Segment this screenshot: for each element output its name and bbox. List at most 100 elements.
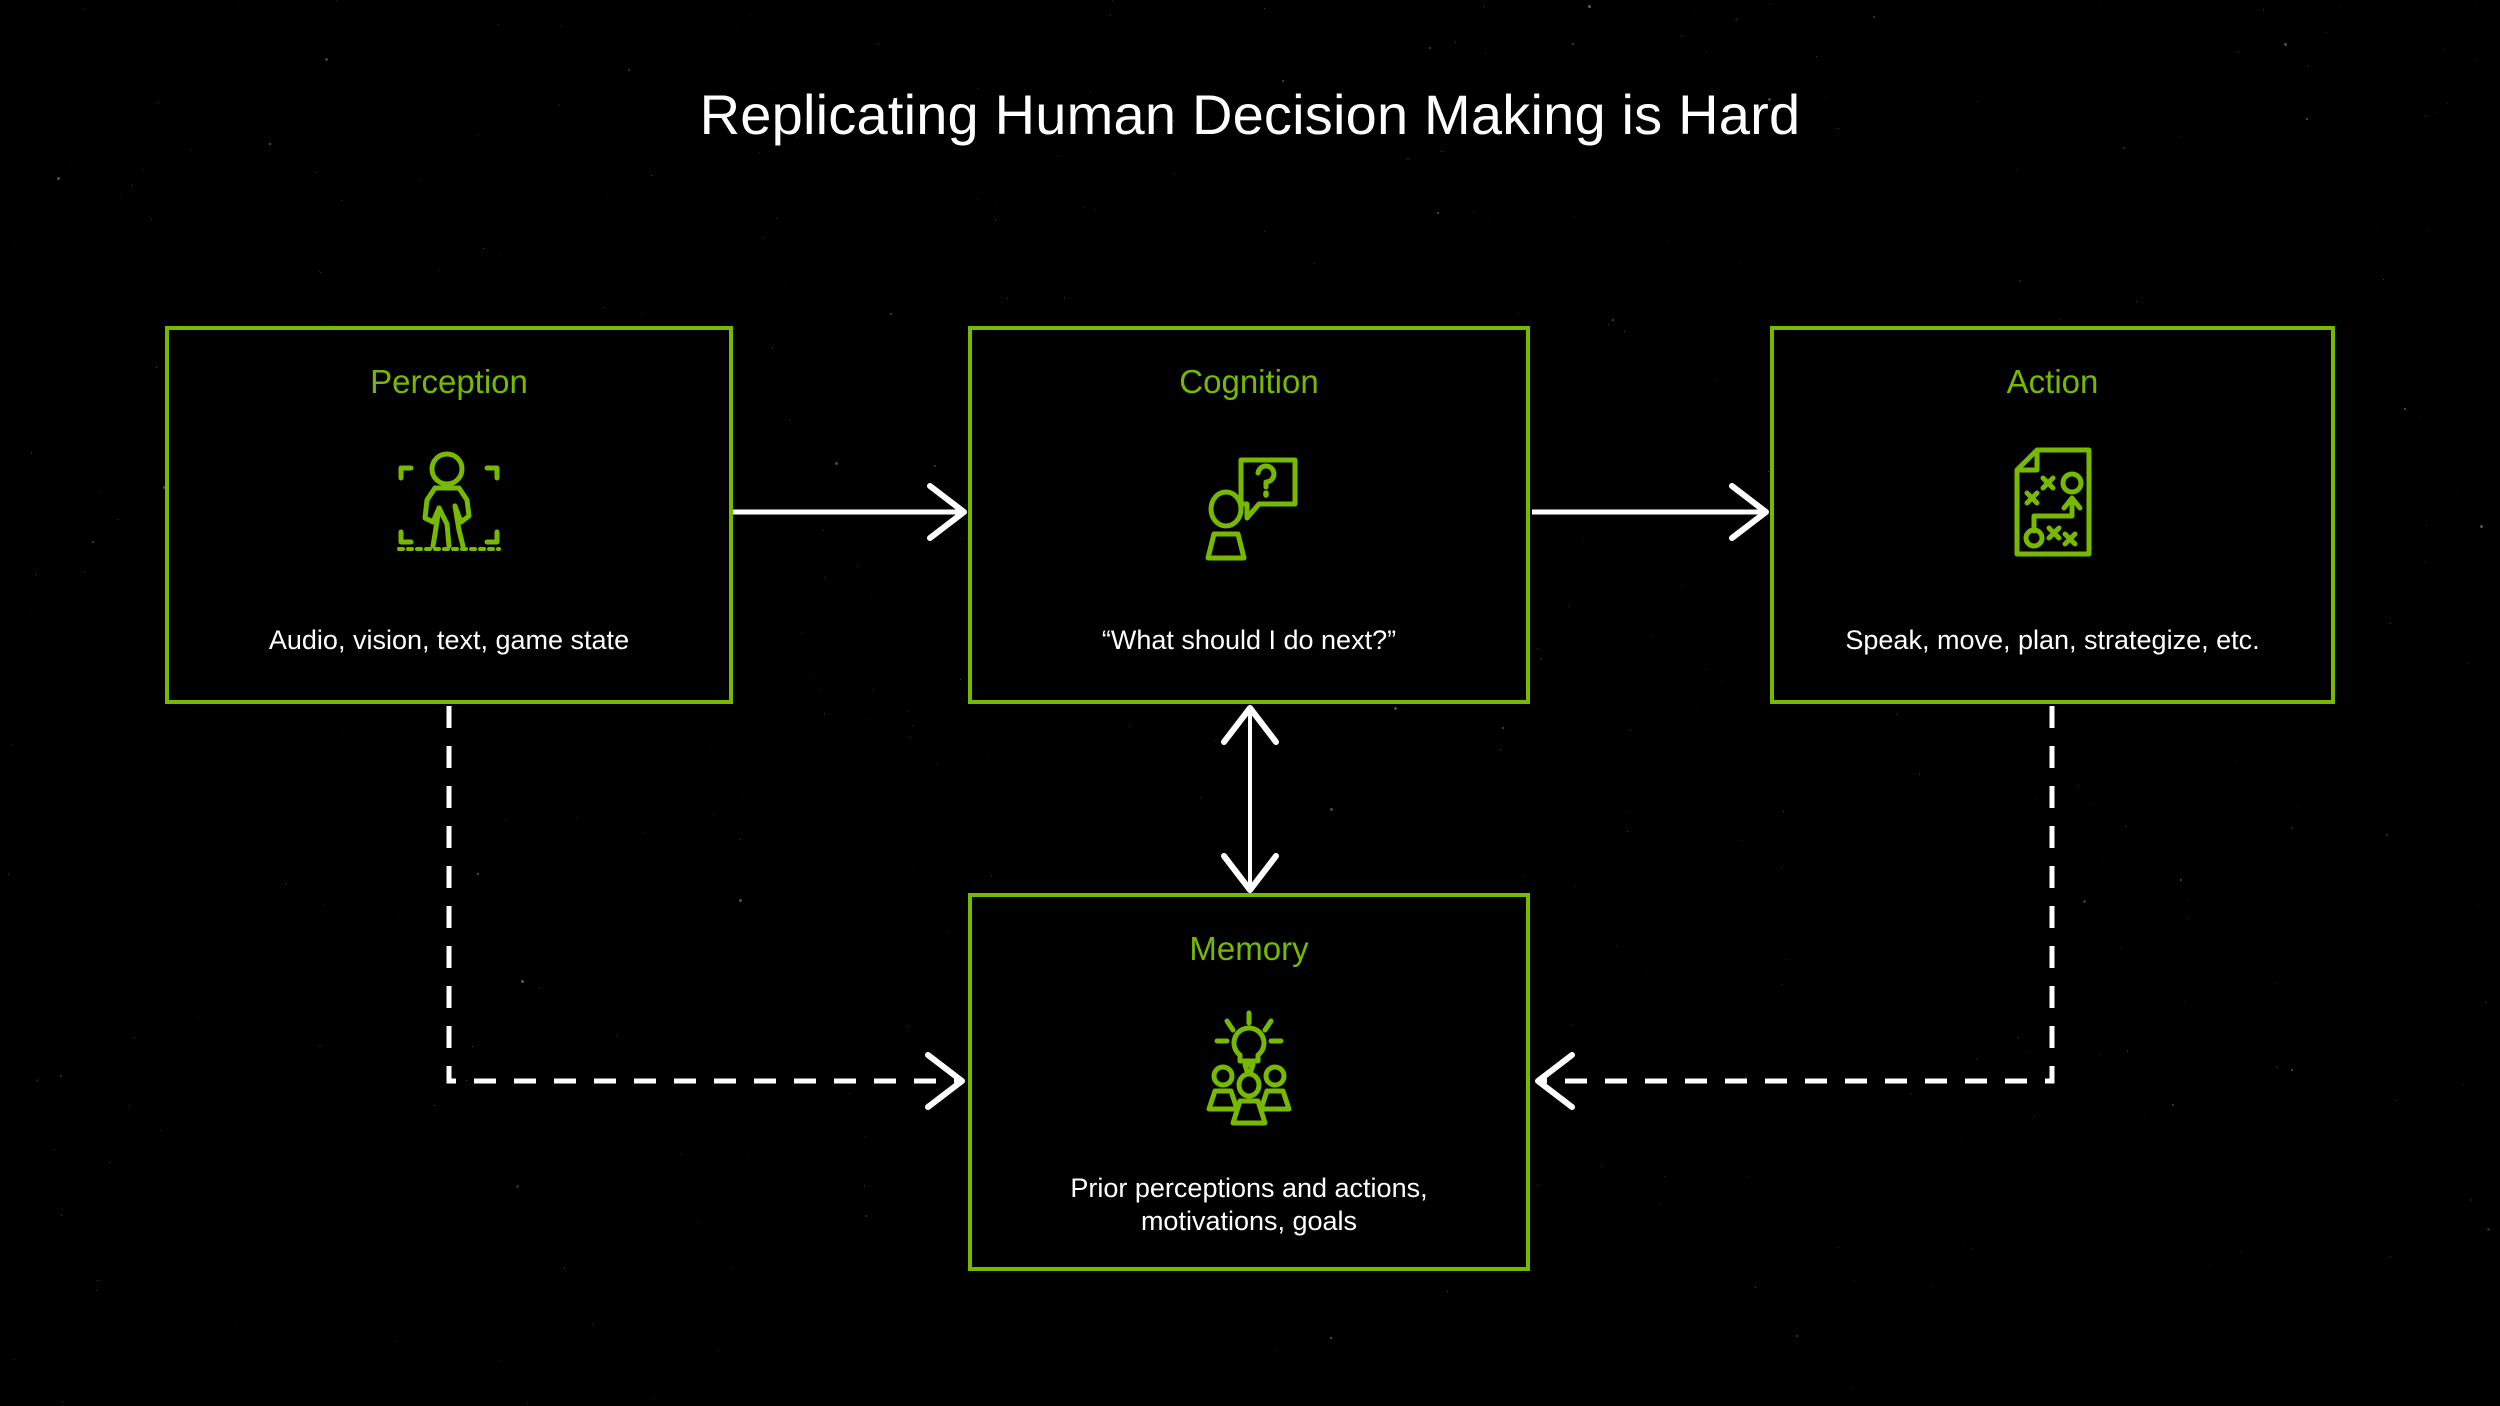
- star-speck: [2389, 622, 2391, 624]
- star-speck: [1007, 297, 1009, 299]
- star-speck: [162, 791, 164, 793]
- node-title-action: Action: [2006, 363, 2099, 400]
- star-speck: [1536, 648, 1538, 650]
- star-speck: [2180, 878, 2183, 881]
- star-speck: [1523, 875, 1525, 877]
- star-speck: [1329, 1337, 1332, 1340]
- star-speck: [2426, 525, 2428, 527]
- star-speck: [2478, 905, 2480, 907]
- star-speck: [1455, 41, 1457, 43]
- star-speck: [934, 465, 937, 468]
- star-speck: [35, 574, 37, 576]
- star-speck: [119, 194, 121, 196]
- node-box-perception[interactable]: Perception Audio, vision, te: [165, 326, 733, 704]
- star-speck: [1484, 6, 1486, 8]
- star-speck: [56, 176, 60, 180]
- star-speck: [1536, 1184, 1538, 1186]
- star-speck: [2028, 1052, 2029, 1053]
- star-speck: [1041, 179, 1043, 181]
- star-speck: [1693, 11, 1695, 13]
- star-speck: [850, 1093, 852, 1095]
- star-speck: [961, 698, 963, 700]
- star-speck: [1485, 53, 1487, 54]
- star-speck: [83, 362, 85, 363]
- star-speck: [2470, 1198, 2473, 1201]
- star-speck: [681, 1154, 683, 1156]
- star-speck: [29, 613, 31, 615]
- star-speck: [35, 1079, 39, 1082]
- node-caption-action: Speak, move, plan, strategize, etc.: [1845, 625, 2260, 656]
- star-speck: [527, 1403, 529, 1405]
- star-speck: [83, 571, 85, 573]
- star-speck: [564, 1267, 566, 1269]
- star-speck: [471, 1046, 473, 1048]
- lightbulb-group-icon: [1189, 1009, 1309, 1129]
- star-speck: [2238, 50, 2240, 52]
- star-speck: [739, 898, 743, 902]
- star-speck: [758, 151, 760, 153]
- star-speck: [1714, 380, 1716, 382]
- star-speck: [1781, 984, 1783, 986]
- star-speck: [2034, 797, 2036, 799]
- star-speck: [739, 838, 741, 840]
- star-speck: [1264, 8, 1266, 10]
- star-speck: [2418, 415, 2420, 417]
- star-speck: [697, 1222, 699, 1224]
- star-speck: [1250, 798, 1252, 800]
- node-box-action[interactable]: Action Speak, move, plan, strategize,: [1770, 326, 2335, 704]
- node-box-memory[interactable]: Memory: [968, 893, 1530, 1271]
- star-speck: [986, 752, 988, 754]
- star-speck: [1807, 1293, 1809, 1295]
- star-speck: [2143, 1115, 2145, 1117]
- star-speck: [1963, 1242, 1965, 1244]
- star-speck: [2403, 407, 2406, 410]
- node-title-perception: Perception: [370, 363, 528, 400]
- star-speck: [1539, 658, 1542, 661]
- star-speck: [342, 733, 344, 735]
- star-speck: [994, 219, 996, 220]
- star-speck: [642, 831, 644, 833]
- star-speck: [2330, 1079, 2332, 1081]
- star-speck: [2123, 147, 2126, 150]
- star-speck: [499, 254, 501, 256]
- star-speck: [1263, 231, 1265, 233]
- strategy-playbook-icon: [1993, 442, 2113, 562]
- star-speck: [116, 519, 118, 521]
- star-speck: [61, 1215, 63, 1217]
- star-speck: [788, 420, 790, 422]
- star-speck: [439, 270, 441, 272]
- star-speck: [890, 312, 892, 315]
- star-speck: [1816, 56, 1818, 58]
- star-speck: [606, 195, 608, 197]
- star-speck: [7, 873, 9, 875]
- star-speck: [329, 319, 331, 321]
- star-speck: [2126, 1051, 2128, 1053]
- star-speck: [1275, 1351, 1277, 1353]
- star-speck: [37, 165, 39, 167]
- star-speck: [737, 30, 739, 32]
- star-speck: [1429, 46, 1432, 49]
- node-caption-cognition: “What should I do next?”: [1101, 625, 1397, 656]
- star-speck: [851, 353, 853, 355]
- node-box-cognition[interactable]: Cognition “What should I do next?”: [968, 326, 1530, 704]
- star-speck: [1214, 740, 1216, 742]
- star-speck: [762, 236, 764, 238]
- arrow-cognition-to-action: [1532, 483, 1769, 541]
- star-speck: [2475, 4, 2477, 6]
- star-speck: [2456, 490, 2458, 492]
- star-speck: [767, 266, 769, 268]
- star-speck: [878, 44, 880, 46]
- star-speck: [1896, 713, 1898, 715]
- star-speck: [561, 26, 563, 28]
- star-speck: [2425, 562, 2427, 564]
- star-speck: [61, 1401, 63, 1403]
- star-speck: [1658, 1202, 1660, 1204]
- star-speck: [1112, 0, 1114, 2]
- star-speck: [742, 794, 744, 796]
- star-speck: [1769, 3, 1771, 4]
- star-speck: [2188, 900, 2190, 902]
- star-speck: [1745, 1074, 1747, 1076]
- star-speck: [1572, 43, 1575, 45]
- star-speck: [324, 57, 328, 61]
- star-speck: [189, 148, 191, 150]
